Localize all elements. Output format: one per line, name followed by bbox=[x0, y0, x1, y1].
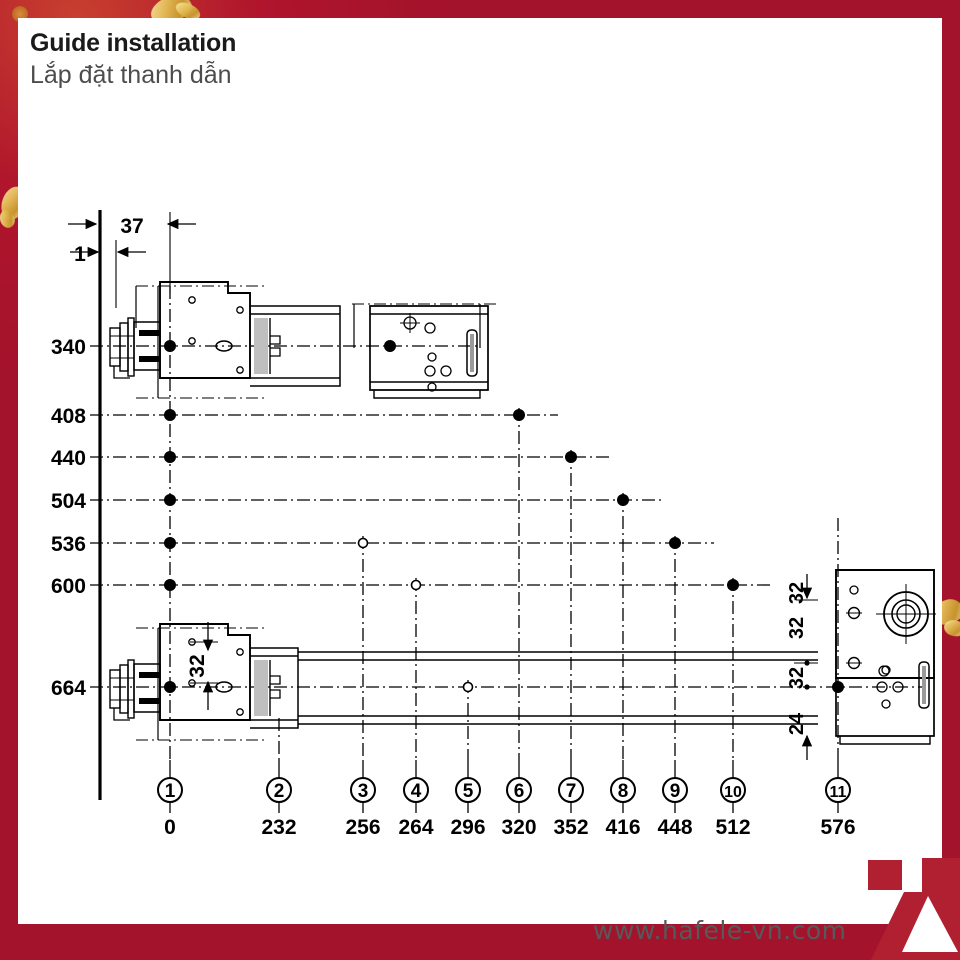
svg-text:296: 296 bbox=[450, 816, 485, 839]
upper-right-slide bbox=[352, 303, 496, 399]
bottom-marker-circles bbox=[157, 777, 851, 803]
row-label-440: 440 bbox=[51, 447, 86, 470]
right-dim-32-c: 32 bbox=[786, 667, 808, 689]
dim-label-1: 1 bbox=[74, 243, 86, 266]
hafele-a-logo bbox=[866, 858, 960, 960]
technical-drawing: 37 1 340 408 440 504 536 600 664 32 bbox=[18, 18, 942, 924]
svg-text:264: 264 bbox=[398, 816, 433, 839]
svg-text:3: 3 bbox=[358, 781, 369, 802]
right-bracket bbox=[788, 569, 936, 760]
svg-text:7: 7 bbox=[566, 781, 577, 802]
grid-points-hollow bbox=[357, 537, 474, 693]
upper-left-bracket bbox=[109, 281, 341, 399]
inner-dim-32-left: 32 bbox=[186, 654, 209, 677]
row-label-408: 408 bbox=[51, 405, 86, 428]
title-block: Guide installation Lắp đặt thanh dẫn bbox=[30, 29, 237, 91]
svg-text:352: 352 bbox=[553, 816, 588, 839]
page-title-en: Guide installation bbox=[30, 29, 237, 57]
svg-text:1: 1 bbox=[165, 781, 176, 802]
right-dim-32-b: 32 bbox=[786, 582, 808, 604]
svg-text:512: 512 bbox=[715, 816, 750, 839]
footer-website-url: www.hafele-vn.com bbox=[593, 916, 847, 945]
svg-text:256: 256 bbox=[345, 816, 380, 839]
row-label-504: 504 bbox=[51, 490, 86, 513]
right-dim-32-a: 32 bbox=[786, 617, 808, 639]
svg-text:416: 416 bbox=[605, 816, 640, 839]
row-label-600: 600 bbox=[51, 575, 86, 598]
svg-text:9: 9 bbox=[670, 781, 681, 802]
svg-text:320: 320 bbox=[501, 816, 536, 839]
grid-points-filled bbox=[164, 340, 844, 693]
content-sheet: Guide installation Lắp đặt thanh dẫn bbox=[18, 18, 960, 960]
svg-text:5: 5 bbox=[463, 781, 474, 802]
lower-left-bracket bbox=[109, 622, 299, 741]
svg-text:0: 0 bbox=[164, 816, 176, 839]
svg-text:11: 11 bbox=[830, 784, 847, 801]
svg-text:448: 448 bbox=[657, 816, 692, 839]
dim-label-37: 37 bbox=[120, 215, 143, 238]
svg-text:4: 4 bbox=[411, 781, 422, 802]
svg-text:10: 10 bbox=[724, 784, 742, 801]
row-label-664: 664 bbox=[51, 677, 86, 700]
svg-text:8: 8 bbox=[618, 781, 629, 802]
page-title-vi: Lắp đặt thanh dẫn bbox=[30, 60, 232, 89]
svg-text:6: 6 bbox=[514, 781, 525, 802]
svg-text:232: 232 bbox=[261, 816, 296, 839]
bottom-rail bbox=[298, 651, 818, 725]
row-label-340: 340 bbox=[51, 336, 86, 359]
bottom-marker-values: 0 232 256 264 296 320 352 416 448 512 57… bbox=[164, 816, 855, 839]
svg-text:576: 576 bbox=[820, 816, 855, 839]
row-label-536: 536 bbox=[51, 533, 86, 556]
right-dim-24: 24 bbox=[786, 712, 808, 735]
bottom-marker-ids: 1 2 3 4 5 6 7 8 9 10 11 bbox=[165, 781, 847, 802]
svg-text:2: 2 bbox=[274, 781, 285, 802]
